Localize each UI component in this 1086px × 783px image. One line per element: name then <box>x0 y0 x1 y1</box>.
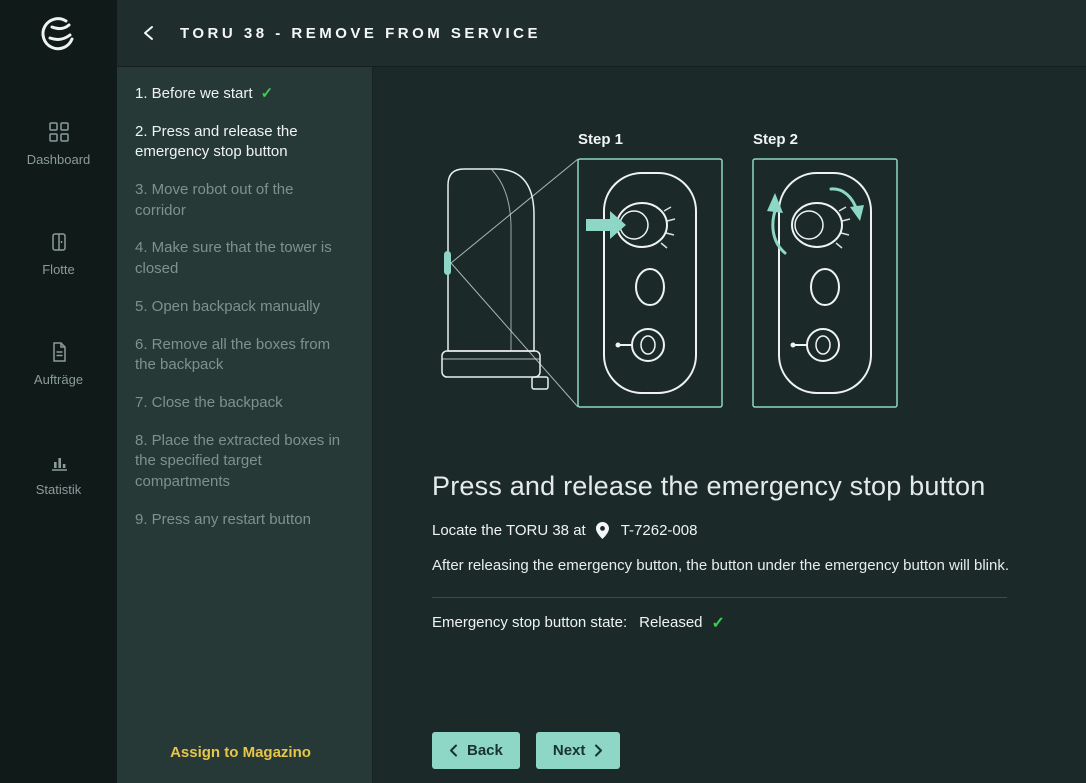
back-chevron-icon[interactable] <box>140 23 158 43</box>
step-label: 4. Make sure that the tower is closed <box>135 239 332 278</box>
step-label: 9. Press any restart button <box>135 510 311 528</box>
step-label: 6. Remove all the boxes from the backpac… <box>135 335 331 374</box>
step-item-1[interactable]: 1. Before we start ✓ <box>135 84 347 105</box>
page-header: TORU 38 - REMOVE FROM SERVICE <box>117 0 1086 67</box>
sidebar: Dashboard Flotte Aufträge <box>0 0 117 783</box>
body-row: 1. Before we start ✓ 2. Press and release… <box>117 67 1086 783</box>
step-heading: Press and release the emergency stop but… <box>432 471 986 501</box>
next-button[interactable]: Next <box>535 732 621 769</box>
step-item-6[interactable]: 6. Remove all the boxes from the backpac… <box>135 335 347 376</box>
wizard-nav-buttons: Back Next <box>432 732 1086 769</box>
step-item-5[interactable]: 5. Open backpack manually <box>135 297 347 318</box>
step-description: After releasing the emergency button, th… <box>432 557 1010 574</box>
fleet-icon <box>51 233 66 251</box>
sidebar-item-label: Statistik <box>35 482 82 497</box>
steps-panel: 1. Before we start ✓ 2. Press and release… <box>117 67 373 783</box>
step-label: 3. Move robot out of the corridor <box>135 181 294 219</box>
robot-estop-slot <box>444 251 451 275</box>
next-button-label: Next <box>552 742 586 759</box>
orders-icon <box>52 342 66 362</box>
dashboard-icon <box>48 122 69 142</box>
check-icon: ✓ <box>711 614 725 632</box>
step-item-4[interactable]: 4. Make sure that the tower is closed <box>135 238 347 279</box>
diagram-step2-label: Step 2 <box>753 131 799 148</box>
step-label: 1. Before we start <box>135 85 253 102</box>
back-button[interactable]: Back <box>432 732 520 769</box>
step-item-7[interactable]: 7. Close the backpack <box>135 393 347 414</box>
step-item-2[interactable]: 2. Press and release the emergency stop … <box>135 122 347 163</box>
step2-panel <box>752 158 898 408</box>
step-label: 8. Place the extracted boxes in the spec… <box>135 431 341 490</box>
page-title: TORU 38 - REMOVE FROM SERVICE <box>180 24 541 42</box>
sidebar-nav: Dashboard Flotte Aufträge <box>0 121 117 497</box>
step-item-3[interactable]: 3. Move robot out of the corridor <box>135 180 347 221</box>
step-label: 5. Open backpack manually <box>135 297 321 315</box>
statistics-icon <box>51 458 67 471</box>
chevron-left-icon <box>450 744 457 757</box>
back-button-label: Back <box>467 742 503 759</box>
logo-icon <box>40 17 73 51</box>
estop-state-value: Released <box>639 614 703 632</box>
sidebar-item-statistik[interactable]: Statistik <box>0 451 117 497</box>
sidebar-item-label: Aufträge <box>33 372 84 387</box>
press-arrow-icon <box>586 211 626 239</box>
locate-row: Locate the TORU 38 at T-7262-008 <box>432 522 1086 539</box>
chevron-right-icon <box>595 744 603 757</box>
sidebar-item-label: Flotte <box>42 262 75 277</box>
step-item-8[interactable]: 8. Place the extracted boxes in the spec… <box>135 431 347 493</box>
sidebar-item-flotte[interactable]: Flotte <box>0 231 117 277</box>
step-item-9[interactable]: 9. Press any restart button <box>135 510 347 531</box>
step1-panel <box>577 158 723 408</box>
diagram-step1-label: Step 1 <box>578 131 624 148</box>
step-label: 2. Press and release the emergency stop … <box>135 122 298 161</box>
divider <box>432 596 1007 598</box>
content-column: TORU 38 - REMOVE FROM SERVICE 1. Before … <box>117 0 1086 783</box>
instruction-diagram: Step 1 Step 2 <box>432 131 912 413</box>
sidebar-item-dashboard[interactable]: Dashboard <box>0 121 117 167</box>
estop-state-row: Emergency stop button state: Released ✓ <box>432 613 1086 633</box>
locate-prefix: Locate the TORU 38 at <box>432 522 586 539</box>
estop-state-label: Emergency stop button state: <box>432 614 628 632</box>
check-icon: ✓ <box>260 85 274 102</box>
location-code: T-7262-008 <box>620 522 698 539</box>
main-content: Step 1 Step 2 <box>373 67 1086 783</box>
location-pin-icon <box>595 522 609 539</box>
robot-outline <box>441 168 549 390</box>
step-label: 7. Close the backpack <box>135 393 283 411</box>
twist-arrows-icon <box>767 187 864 255</box>
sidebar-item-label: Dashboard <box>26 152 91 167</box>
robot-diagram-svg <box>441 158 898 408</box>
sidebar-item-auftraege[interactable]: Aufträge <box>0 341 117 387</box>
magazino-logo <box>36 12 82 63</box>
assign-to-magazino-button[interactable]: Assign to Magazino <box>168 740 313 765</box>
